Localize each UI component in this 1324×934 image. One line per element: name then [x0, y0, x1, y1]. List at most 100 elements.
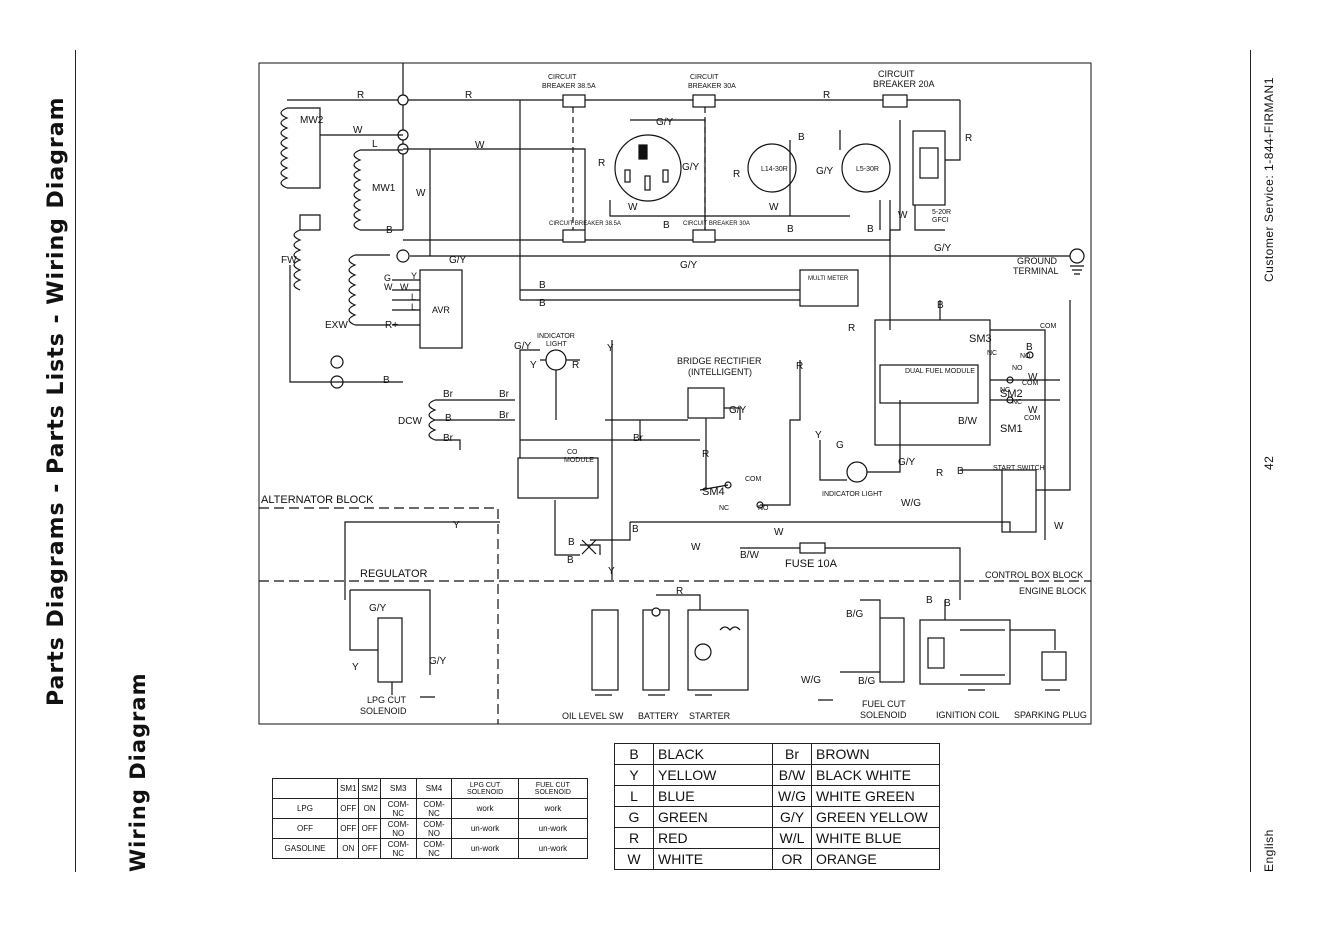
starter-label: STARTER	[689, 711, 731, 721]
label-wire-b4: B	[787, 224, 794, 235]
legend-code: Br	[772, 743, 812, 765]
label-wire-gy4: G/Y	[816, 166, 834, 177]
table-cell: ON	[358, 798, 381, 819]
label-wire-w4: W	[628, 202, 638, 213]
mw2-coil	[280, 107, 321, 189]
table-cell: COM-NC	[379, 798, 417, 819]
multimeter-box	[799, 269, 859, 307]
no-label-sm4: NO	[758, 505, 769, 512]
table-cell: COM-NO	[379, 818, 417, 839]
co-module	[517, 457, 599, 499]
cb-top1-label-1: CIRCUIT	[548, 74, 577, 81]
legend-code: B	[614, 743, 654, 765]
fuse-label: FUSE 10A	[785, 558, 838, 570]
label-wire-b15: B	[567, 555, 574, 566]
lpg-cut-2: SOLENOID	[360, 706, 407, 716]
legend-code: W/L	[772, 827, 812, 849]
com-label-sm3: COM	[1040, 323, 1057, 330]
outlet-l5	[841, 143, 891, 193]
sm2-label: SM2	[1000, 388, 1023, 400]
label-wire-bg2: B/G	[858, 676, 875, 687]
label-wire-w9: W	[1028, 372, 1038, 383]
regulator-label: REGULATOR	[360, 568, 427, 580]
label-wire-y2: Y	[530, 360, 537, 371]
label-wire-gy1: G/Y	[449, 255, 467, 266]
cb-top2	[692, 94, 716, 108]
label-wire-wg1: W/G	[901, 498, 921, 509]
label-wire-y5: Y	[453, 520, 460, 531]
label-wire-w8: W	[400, 282, 409, 292]
indicator-bottom-label: INDICATOR LIGHT	[822, 491, 883, 498]
label-wire-br2: Br	[443, 433, 454, 444]
label-wire-bg1: B/G	[846, 609, 863, 620]
label-wire-y6: Y	[608, 566, 615, 577]
table-cell: LPG	[272, 798, 338, 819]
label-wire-b11: B	[937, 300, 944, 311]
l5-label: L5-30R	[856, 166, 879, 173]
label-wire-gy10: G/Y	[369, 603, 387, 614]
sm3-label: SM3	[969, 333, 992, 345]
legend-color: RED	[653, 827, 773, 849]
cb-mid2	[692, 229, 716, 243]
table-cell: COM-NC	[379, 838, 417, 859]
table-cell: un-work	[451, 818, 519, 839]
legend-row: W WHITE OR ORANGE	[614, 848, 940, 870]
label-wire-b12: B	[1026, 342, 1033, 353]
legend-code: G	[614, 806, 654, 828]
right-rule	[1250, 50, 1251, 872]
label-mw1: MW1	[372, 183, 396, 194]
sm1-label: SM1	[1000, 423, 1023, 435]
sm4-label: SM4	[702, 486, 725, 498]
table-cell: OFF	[358, 838, 381, 859]
legend-color: BLUE	[653, 785, 773, 807]
nc-label-sm1: NC	[1012, 399, 1022, 406]
legend-color: BLACK	[653, 743, 773, 765]
dual-fuel-label: DUAL FUEL MODULE	[905, 368, 975, 375]
wire-color-legend: B BLACK Br BROWN Y YELLOW B/W BLACK WHIT…	[614, 743, 940, 870]
label-wire-w13: W	[691, 542, 701, 553]
mw1-coil	[353, 149, 403, 231]
cb-top1-label-2: BREAKER 38.5A	[542, 83, 596, 90]
label-wire-r7: R	[572, 360, 579, 371]
label-dcw: DCW	[398, 416, 422, 427]
label-wire-r2: R	[465, 90, 472, 101]
no-label-sm3: NO	[1020, 353, 1031, 360]
label-wire-b14: B	[568, 537, 575, 548]
label-wire-r4: R	[965, 133, 972, 144]
legend-color: GREEN	[653, 806, 773, 828]
fw-coil	[293, 214, 321, 291]
avr-box	[419, 269, 463, 349]
bridge-rectifier-2: (INTELLIGENT)	[688, 367, 752, 377]
label-wire-b7: B	[539, 298, 546, 309]
table-cell: work	[451, 798, 519, 819]
table-cell: COM-NC	[415, 798, 453, 819]
left-rule	[75, 50, 76, 872]
table-cell: un-work	[451, 838, 519, 859]
label-wire-r3: R	[823, 90, 830, 101]
switch-state-table: SM1 SM2 SM3 SM4 LPG CUT SOLENOID FUEL CU…	[272, 778, 589, 859]
sparking-plug-label: SPARKING PLUG	[1014, 710, 1087, 720]
ignition-coil-label: IGNITION COIL	[936, 710, 1000, 720]
table-cell: work	[517, 798, 589, 819]
engine-block-label: ENGINE BLOCK	[1019, 586, 1087, 596]
label-wire-l2: L	[411, 292, 416, 302]
label-wire-w11: W	[1054, 521, 1064, 532]
table-row: OFF OFF OFF COM-NO COM-NO un-work un-wor…	[272, 818, 589, 839]
alternator-block-border	[259, 507, 499, 724]
label-wire-b6: B	[539, 280, 546, 291]
label-wire-gy9: G/Y	[898, 457, 916, 468]
table-header	[272, 778, 338, 799]
legend-code: W	[614, 848, 654, 870]
legend-color: GREEN YELLOW	[811, 806, 940, 828]
label-wire-b1: B	[386, 225, 393, 236]
label-wire-r8: R	[848, 323, 855, 334]
label-exw: EXW	[325, 320, 348, 331]
label-wire-r6: R	[733, 169, 740, 180]
label-wire-l3: L	[411, 302, 416, 312]
label-wire-b10: B	[957, 466, 964, 477]
label-wire-l: L	[372, 139, 378, 150]
legend-color: ORANGE	[811, 848, 940, 870]
label-wire-w7: W	[384, 282, 393, 292]
